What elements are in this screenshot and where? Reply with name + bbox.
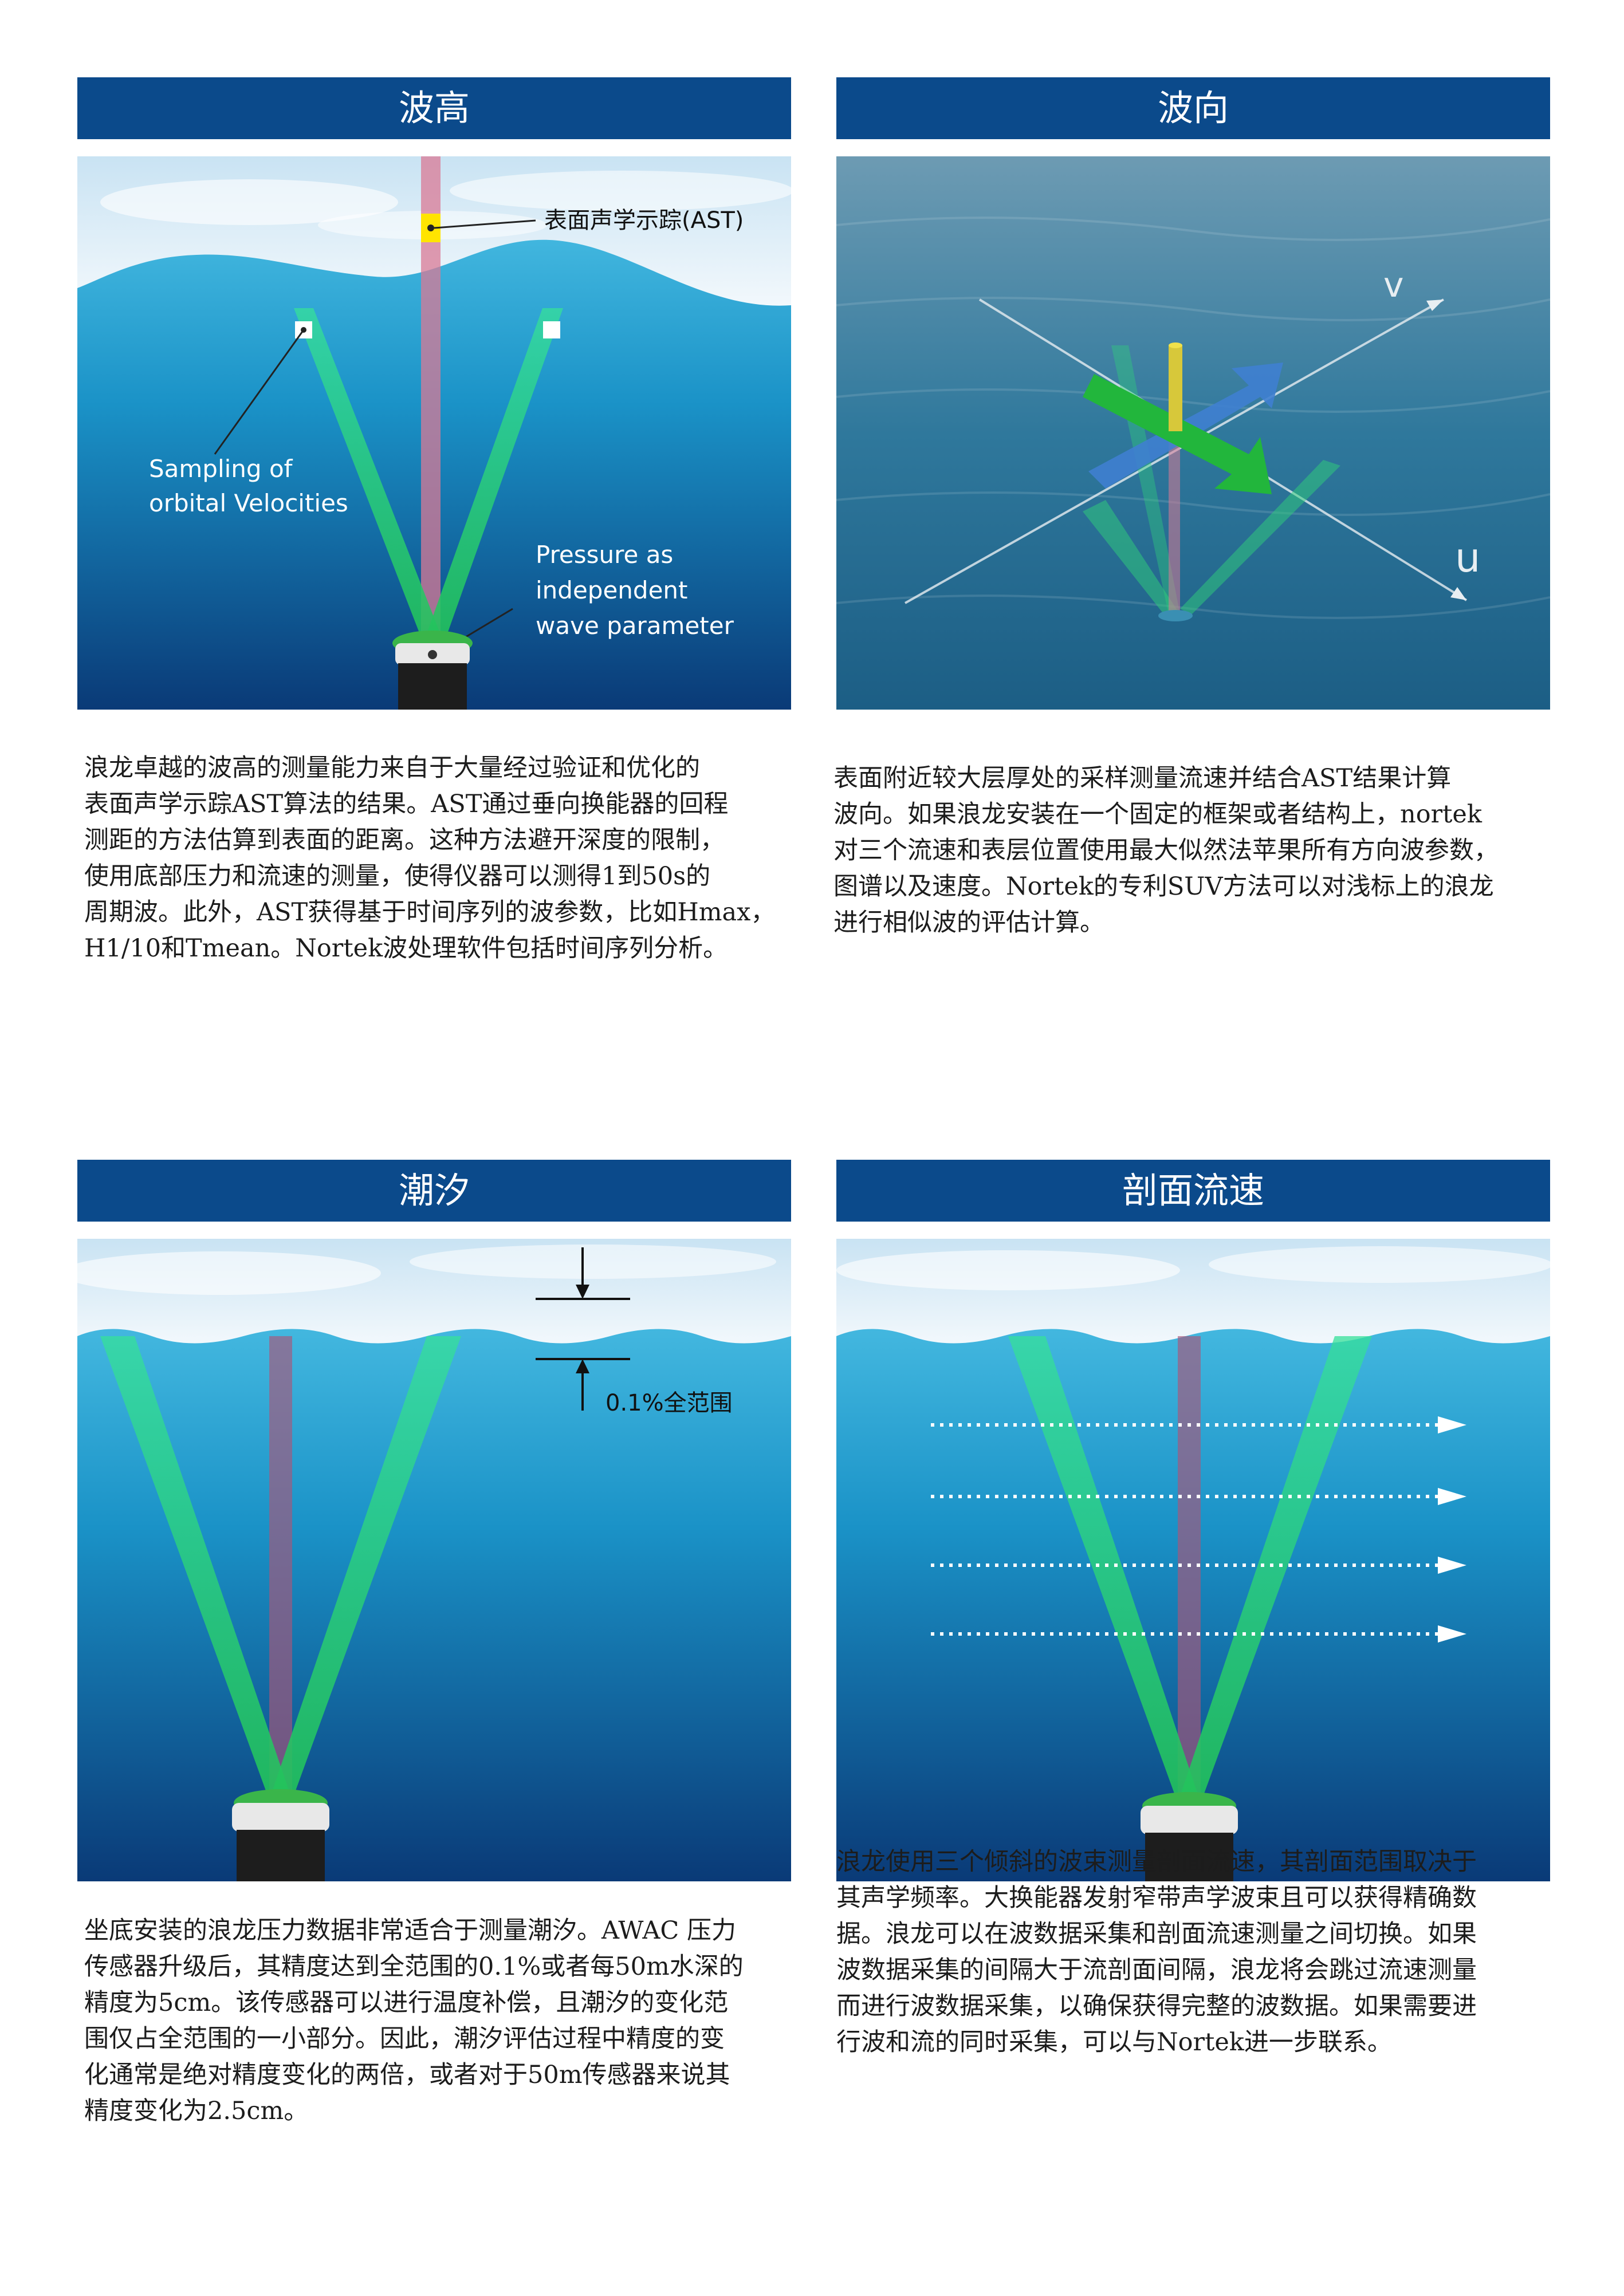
ast-label: 表面声学示踪(AST) [544,207,744,234]
pressure-label-3: wave parameter [536,612,734,640]
text-line: 坐底安装的浪龙压力数据非常适合于测量潮汐。AWAC 压力 [84,1916,736,1945]
pressure-label-2: independent [536,576,688,604]
panel-title-tide: 潮汐 [77,1160,791,1222]
text-line: 图谱以及速度。Nortek的专利SUV方法可以对浅标上的浪龙 [833,872,1494,901]
text-line: 浪龙使用三个倾斜的波束测量剖面流速，其剖面范围取决于 [836,1848,1477,1876]
panel-tide: 潮汐 0.1%全范围 坐底安装的浪龙压力数据非常适合于测量潮汐。 [77,1160,791,2191]
text-line: 浪龙卓越的波高的测量能力来自于大量经过验证和优化的 [84,754,700,782]
left-beam [1008,1336,1201,1803]
u-axis-label: u [1455,534,1480,581]
text-line: 表面声学示踪AST算法的结果。AST通过垂向换能器的回程 [84,790,729,818]
text-line: 围仅占全范围的一小部分。因此，潮汐评估过程中精度的变 [84,2025,725,2053]
sampling-label-2: orbital Velocities [149,489,348,517]
text-line: 测距的方法估算到表面的距离。这种方法避开深度的限制， [84,826,725,854]
awac-instrument [232,1789,329,1881]
wave-height-figure: 表面声学示踪(AST) Sampling of orbital Velociti… [77,156,791,710]
v-axis-label: v [1383,265,1404,305]
text-line: 波向。如果浪龙安装在一个固定的框架或者结构上，nortek [833,800,1482,829]
pressure-label-1: Pressure as [536,541,673,569]
panel-title-current-profile: 剖面流速 [836,1160,1550,1222]
text-line: H1/10和Tmean。Nortek波处理软件包括时间序列分析。 [84,934,728,963]
wave-direction-figure: v u [836,156,1550,710]
wave-direction-paragraph: 表面附近较大层厚处的采样测量流速并结合AST结果计算 波向。如果浪龙安装在一个固… [833,761,1547,941]
right-beam [423,308,563,643]
text-line: 精度变化为2.5cm。 [84,2097,309,2125]
awac-instrument [1141,1792,1238,1881]
vertical-beam [1178,1336,1201,1800]
awac-instrument [392,631,473,710]
wave-height-paragraph: 浪龙卓越的波高的测量能力来自于大量经过验证和优化的 表面声学示踪AST算法的结果… [84,750,798,967]
left-beam [294,308,444,643]
tide-figure: 0.1%全范围 [77,1239,791,1881]
current-arrows [931,1423,1444,1636]
range-label: 0.1%全范围 [605,1390,733,1416]
right-beam [269,1336,461,1800]
text-line: 行波和流的同时采集，可以与Nortek进一步联系。 [836,2028,1392,2057]
text-line: 进行相似波的评估计算。 [833,908,1104,937]
text-line: 传感器升级后，其精度达到全范围的0.1%或者每50m水深的 [84,1952,744,1981]
text-line: 表面附近较大层厚处的采样测量流速并结合AST结果计算 [833,764,1452,793]
text-line: 据。浪龙可以在波数据采集和剖面流速测量之间切换。如果 [836,1920,1477,1948]
text-line: 化通常是绝对精度变化的两倍，或者对于50m传感器来说其 [84,2061,730,2089]
panel-title-wave-height: 波高 [77,77,791,139]
text-line: 精度为5cm。该传感器可以进行温度补偿，且潮汐的变化范 [84,1988,729,2017]
text-line: 使用底部压力和流速的测量，使得仪器可以测得1到50s的 [84,862,711,891]
text-line: 而进行波数据采集，以确保获得完整的波数据。如果需要进 [836,1992,1477,2021]
green-arrow [1083,374,1272,494]
text-line: 波数据采集的间隔大于流剖面间隔，浪龙将会跳过流速测量 [836,1956,1477,1984]
right-beam [1178,1336,1372,1803]
tide-paragraph: 坐底安装的浪龙压力数据非常适合于测量潮汐。AWAC 压力 传感器升级后，其精度达… [84,1913,798,2129]
panel-wave-height: 波高 [77,77,791,994]
text-line: 周期波。此外，AST获得基于时间序列的波参数，比如Hmax， [84,898,776,927]
current-profile-figure [836,1239,1550,1881]
vertical-beam [269,1336,292,1794]
text-line: 对三个流速和表层位置使用最大似然法苹果所有方向波参数， [833,836,1499,865]
text-line: 其声学频率。大换能器发射窄带声学波束且可以获得精确数 [836,1884,1477,1912]
sampling-label-1: Sampling of [149,455,293,483]
panel-title-wave-direction: 波向 [836,77,1550,139]
left-beam [100,1336,292,1800]
panel-current-profile: 剖面流速 [836,1160,1550,2191]
panel-wave-direction: 波向 [833,77,1550,994]
current-profile-paragraph: 浪龙使用三个倾斜的波束测量剖面流速，其剖面范围取决于 其声学频率。大换能器发射窄… [836,1844,1550,2061]
